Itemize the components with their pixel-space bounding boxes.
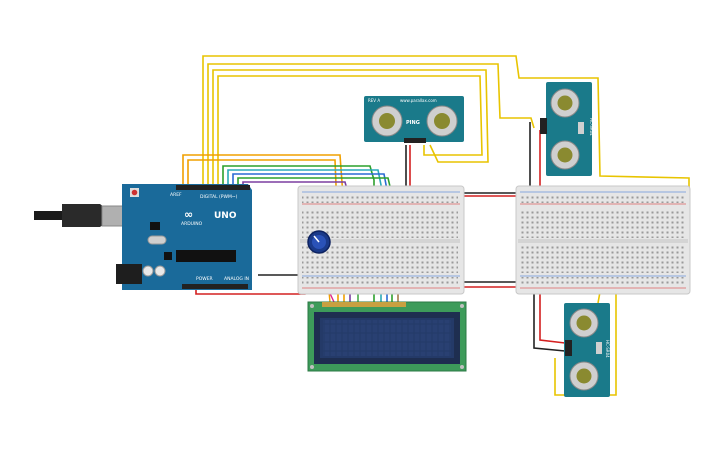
small-chip bbox=[164, 252, 172, 260]
lcd-pin-header bbox=[322, 302, 406, 307]
hc-top-crystal bbox=[578, 122, 584, 134]
wire-red-s3[interactable] bbox=[539, 287, 566, 344]
crystal bbox=[147, 235, 167, 245]
wire-black-s3[interactable] bbox=[533, 282, 566, 352]
lcd-display[interactable] bbox=[307, 301, 467, 372]
usb-plug bbox=[62, 204, 104, 227]
hc-bottom-name: HC-SR04 bbox=[605, 340, 610, 358]
capacitor-2 bbox=[154, 265, 166, 277]
usb-cable[interactable] bbox=[34, 211, 70, 220]
reset-cap[interactable] bbox=[131, 189, 138, 196]
hc-bottom-crystal bbox=[596, 342, 602, 354]
power-jack bbox=[116, 264, 142, 284]
hc-bottom-pins bbox=[565, 340, 572, 356]
power-label: POWER bbox=[196, 276, 213, 282]
breadboard-left[interactable] bbox=[297, 185, 465, 295]
hc-top-name: HC-SR04 bbox=[589, 118, 594, 136]
ping-sensor[interactable]: PING www.parallax.com REV A bbox=[364, 96, 464, 143]
wire-yellow-3[interactable] bbox=[212, 69, 489, 186]
arduino-infinity-logo: ∞ bbox=[184, 208, 193, 221]
ping-tag: REV A bbox=[368, 98, 380, 103]
atmega-chip bbox=[176, 250, 236, 262]
breadboard-right[interactable] bbox=[515, 185, 691, 295]
lcd-char-grid bbox=[323, 320, 451, 356]
arduino-board bbox=[122, 184, 252, 290]
lcd-mount-hole bbox=[310, 304, 314, 308]
lcd-mount-hole bbox=[460, 365, 464, 369]
wire-yellow-4[interactable] bbox=[217, 75, 483, 186]
arduino-brand: ARDUINO bbox=[181, 221, 203, 227]
wire-yellow-2[interactable] bbox=[207, 63, 535, 186]
ping-pins bbox=[404, 138, 426, 143]
ultrasonic-sensor-bottom[interactable]: HC-SR04 bbox=[564, 303, 610, 397]
power-header bbox=[182, 284, 248, 289]
capacitor-1 bbox=[142, 265, 154, 277]
arduino-model: UNO bbox=[214, 211, 237, 221]
lcd-mount-hole bbox=[310, 365, 314, 369]
arduino-uno[interactable]: ∞ ARDUINO UNO DIGITAL (PWM~) AREF POWER … bbox=[34, 184, 252, 290]
analog-label: ANALOG IN bbox=[224, 276, 249, 282]
ultrasonic-sensor-top[interactable]: HC-SR04 bbox=[540, 82, 594, 176]
ping-brand: www.parallax.com bbox=[400, 98, 437, 103]
usb-chip bbox=[150, 222, 160, 230]
aref-label: AREF bbox=[170, 192, 182, 198]
ping-name: PING bbox=[406, 120, 420, 126]
hc-top-pins bbox=[540, 118, 547, 134]
potentiometer[interactable] bbox=[307, 230, 331, 254]
digital-header-label: DIGITAL (PWM~) bbox=[200, 194, 238, 200]
lcd-mount-hole bbox=[460, 304, 464, 308]
digital-header bbox=[176, 185, 250, 190]
